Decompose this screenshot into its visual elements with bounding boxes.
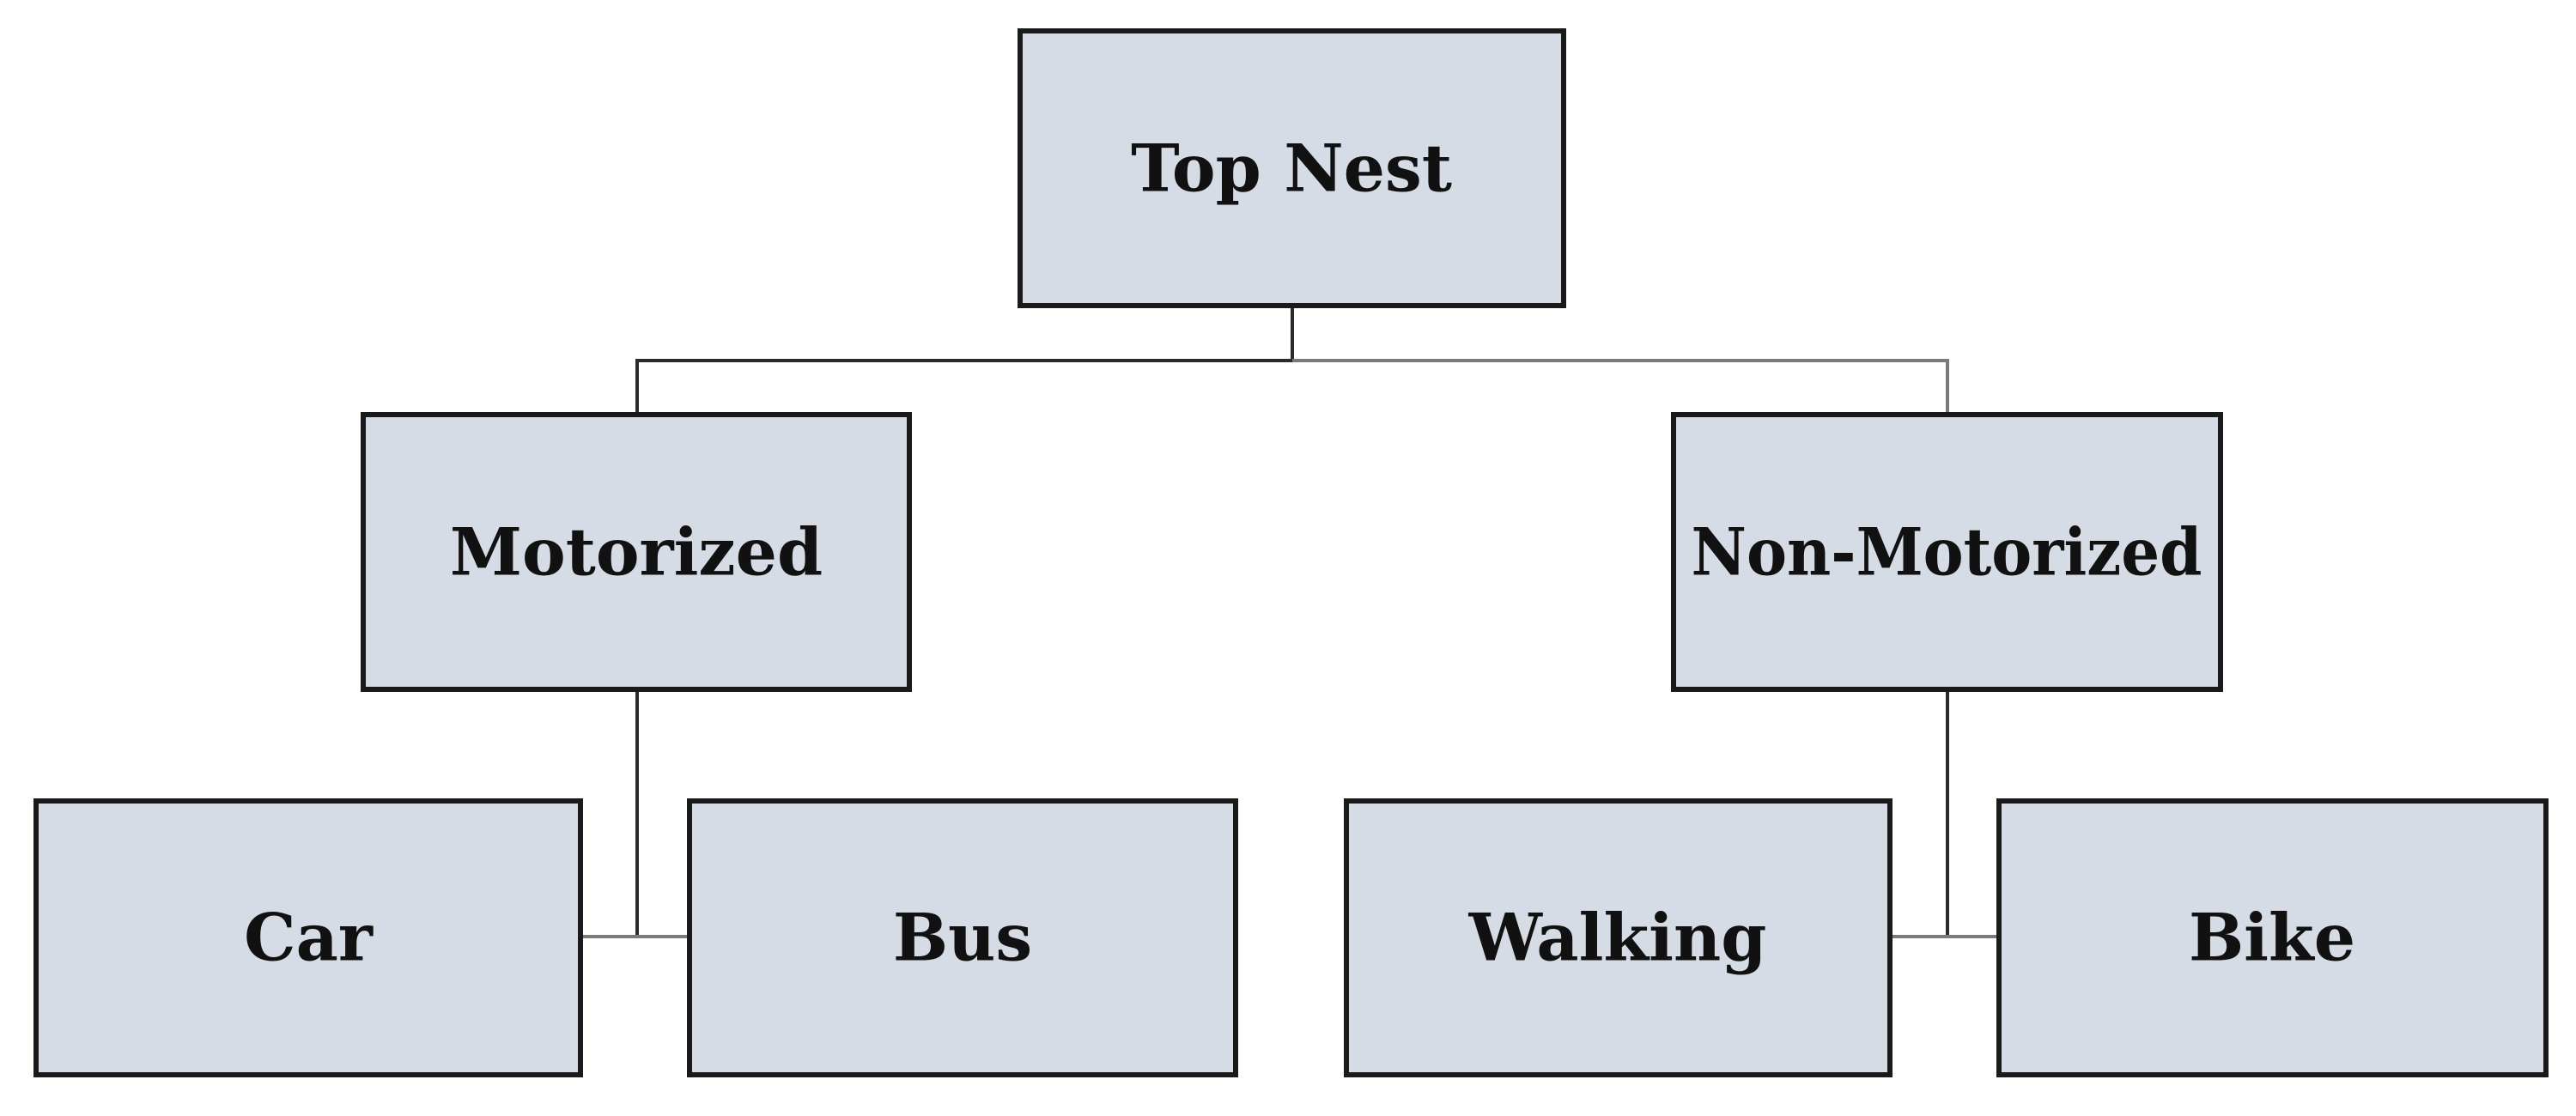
node-motorized-label: Motorized [450,514,823,591]
node-non-motorized-box [1671,412,2223,692]
node-bus-box [687,798,1238,1077]
node-top-nest-box [1018,28,1566,308]
node-top-nest-label: Top Nest [1131,130,1452,207]
node-walking-label: Walking [1468,900,1767,976]
node-bike: Bike [1996,798,2549,1077]
node-bike-label: Bike [2189,900,2355,976]
node-walking-box [1344,798,1893,1077]
node-car: Car [33,798,583,1077]
node-bike-box [1996,798,2549,1077]
connector-top-to-non-motorized [1292,359,1949,415]
node-car-label: Car [244,900,374,976]
node-motorized: Motorized [361,412,912,692]
connector-top-to-motorized [635,359,1292,415]
connectors [580,306,1999,938]
node-bus-label: Bus [893,900,1032,976]
node-non-motorized: Non-Motorized [1671,412,2223,692]
node-non-motorized-label: Non-Motorized [1692,514,2202,591]
node-motorized-box [361,412,912,692]
node-top-nest: Top Nest [1018,28,1566,308]
node-bus: Bus [687,798,1238,1077]
node-walking: Walking [1344,798,1893,1077]
node-car-box [33,798,583,1077]
